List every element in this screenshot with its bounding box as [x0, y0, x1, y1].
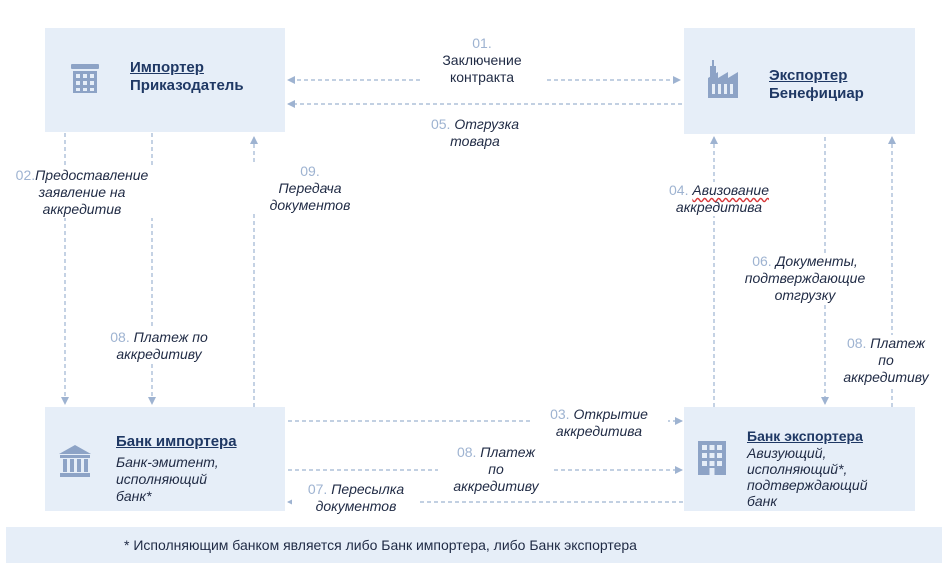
step-06-label: 06. Документы, подтверждающие отгрузку	[730, 253, 880, 304]
step-05-label: 05. Отгрузка товара	[400, 116, 550, 150]
step-08-left-label: 08. Платеж по аккредитиву	[92, 329, 226, 363]
exporter-bank-box: Банк экспортера Авизующий, исполняющий*,…	[684, 407, 915, 511]
step-06-line-3: отгрузку	[774, 287, 836, 303]
step-04-line-1: Авизование	[692, 182, 769, 198]
office-building-icon	[698, 441, 726, 475]
building-icon	[71, 64, 99, 93]
step-02-line-2: заявление на	[38, 184, 126, 200]
exporter-title: Экспортер	[769, 67, 848, 84]
step-04-line-2: аккредитива	[675, 199, 763, 215]
step-08-mid-line-2: по	[488, 461, 504, 477]
importer-bank-title: Банк импортера	[116, 433, 237, 450]
step-08-mid-line-1: Платеж	[480, 444, 536, 460]
step-08-right-line-2: по	[878, 352, 894, 368]
step-08-right-line-3: аккредитиву	[843, 369, 929, 385]
exporter-bank-line-4: банк	[747, 493, 777, 509]
step-02-label: 02.Предоставление заявление на аккредити…	[4, 167, 160, 218]
step-03-line-2: аккредитива	[555, 423, 643, 439]
step-01-label: 01. Заключение контракта	[420, 35, 544, 86]
importer-title: Импортер	[130, 59, 204, 76]
step-04-num: 04.	[669, 182, 689, 198]
step-07-line-1: Пересылка	[331, 481, 405, 497]
importer-bank-line-3: банк*	[116, 488, 152, 504]
factory-icon	[708, 60, 738, 98]
step-07-num: 07.	[307, 481, 328, 497]
step-07-line-2: документов	[315, 498, 397, 514]
step-02-line-1: Предоставление	[35, 167, 149, 183]
step-06-line-2: подтверждающие	[744, 270, 866, 286]
step-02-line-3: аккредитив	[42, 201, 122, 217]
step-08-mid-line-3: аккредитиву	[453, 478, 539, 494]
step-09-line-2: документов	[269, 197, 351, 213]
importer-bank-line-2: исполняющий	[116, 471, 208, 487]
step-09-line-1: Передача	[278, 180, 342, 196]
step-03-line-1: Открытие	[573, 406, 648, 422]
exporter-subtitle: Бенефициар	[769, 85, 864, 102]
step-08-left-num: 08.	[110, 329, 130, 345]
exporter-bank-line-1: Авизующий,	[747, 445, 827, 461]
importer-bank-line-1: Банк-эмитент,	[116, 454, 219, 470]
step-09-label: 09. Передача документов	[252, 163, 368, 214]
step-07-label: 07. Пересылка документов	[292, 481, 420, 515]
step-08-left-line-1: Платеж по	[133, 329, 208, 345]
step-05-line-2: товара	[450, 133, 500, 149]
step-09-num: 09.	[300, 163, 320, 179]
step-06-num: 06.	[752, 253, 772, 269]
exporter-bank-title: Банк экспортера	[747, 428, 863, 444]
bank-icon	[59, 445, 91, 477]
step-08-right-num: 08.	[846, 335, 867, 351]
importer-box: Импортер Приказодатель	[45, 28, 285, 132]
step-08-right-line-1: Платеж	[870, 335, 926, 351]
footnote-bar: * Исполняющим банком является либо Банк …	[6, 527, 942, 563]
step-08-right-label: 08. Платеж по аккредитиву	[831, 335, 941, 386]
step-01-line-1: Заключение	[442, 52, 522, 68]
importer-bank-box: Банк импортера Банк-эмитент, исполняющий…	[45, 407, 285, 511]
step-05-num: 05.	[430, 116, 451, 132]
step-05-line-1: Отгрузка	[454, 116, 520, 132]
step-03-num: 03.	[550, 406, 570, 422]
step-01-line-2: контракта	[449, 69, 515, 85]
footnote-text: * Исполняющим банком является либо Банк …	[124, 537, 637, 553]
step-04-label: 04. Авизование аккредитива	[650, 182, 788, 216]
step-08-mid-num: 08.	[456, 444, 477, 460]
exporter-bank-line-2: исполняющий*,	[747, 461, 848, 477]
step-02-num: 02.	[15, 167, 36, 183]
exporter-box: Экспортер Бенефициар	[684, 28, 915, 134]
step-01-num: 01.	[472, 35, 492, 51]
exporter-bank-line-3: подтверждающий	[747, 477, 868, 493]
step-06-line-1: Документы,	[775, 253, 858, 269]
step-03-label: 03. Открытие аккредитива	[530, 406, 668, 440]
step-08-mid-label: 08. Платеж по аккредитиву	[438, 444, 554, 495]
step-08-left-line-2: аккредитиву	[116, 346, 202, 362]
importer-subtitle: Приказодатель	[130, 77, 244, 94]
